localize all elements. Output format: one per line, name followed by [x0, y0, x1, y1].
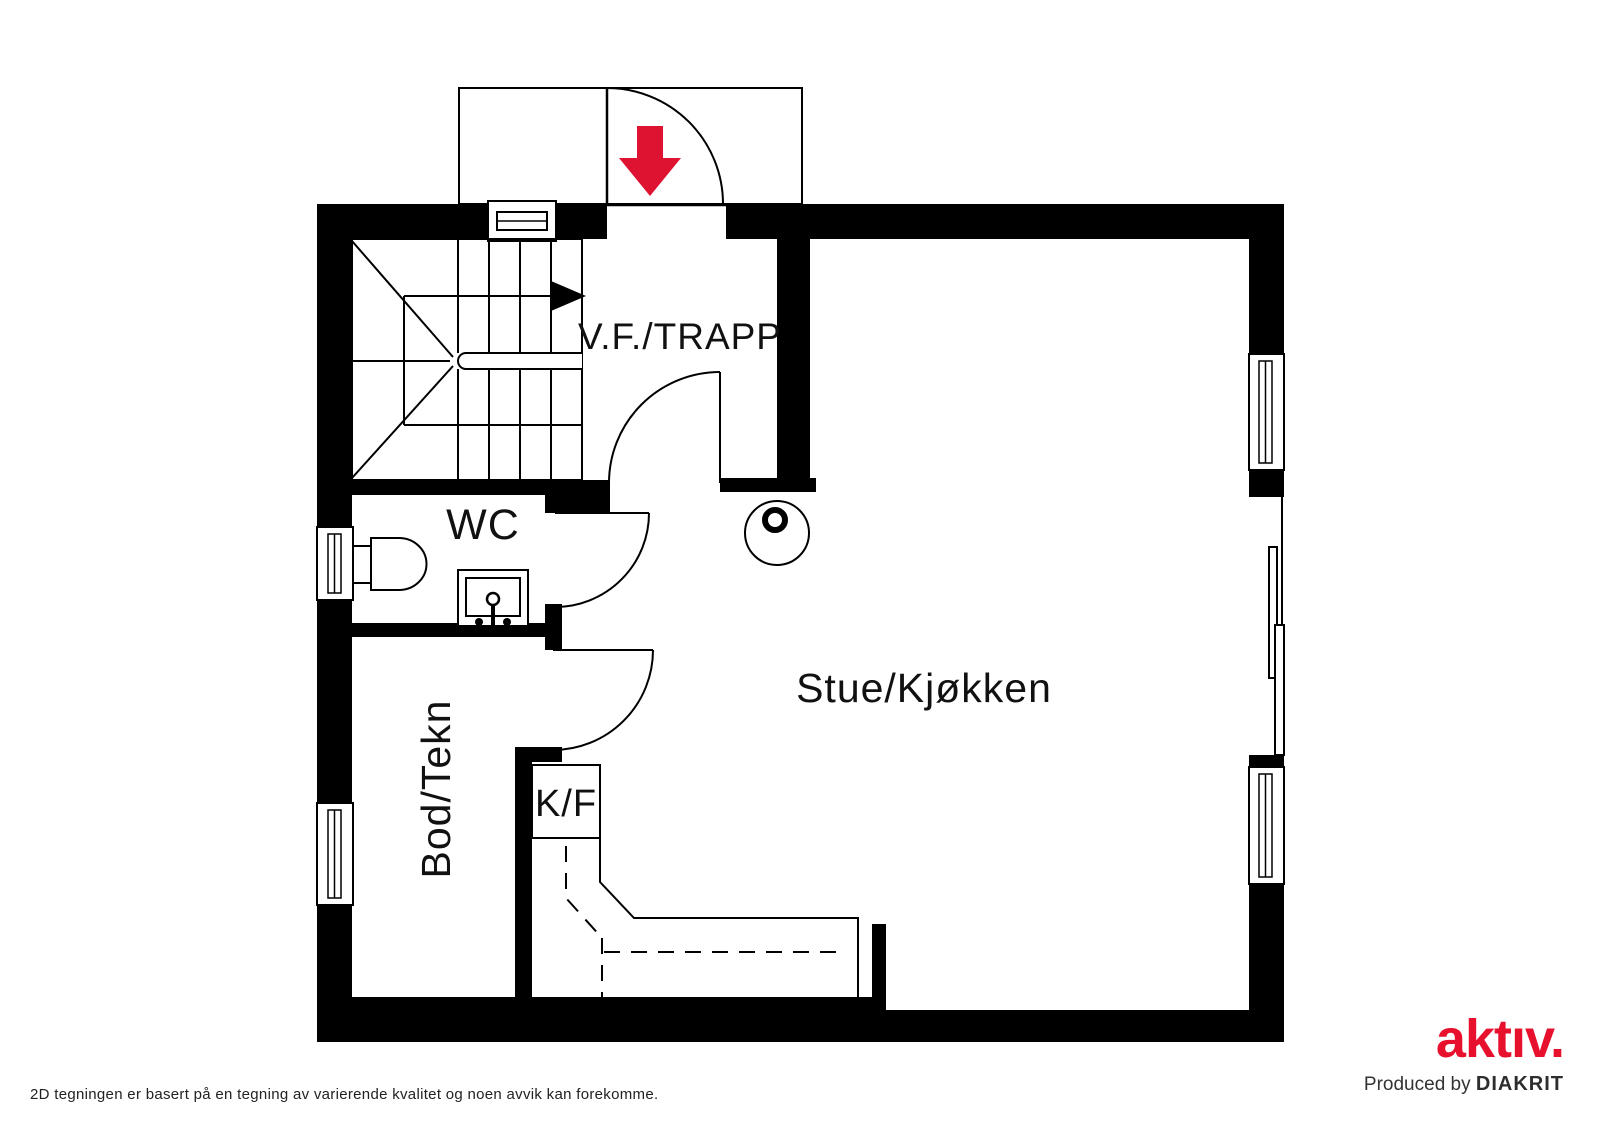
- kitchen-wall-stub: [872, 924, 886, 1010]
- room-label-stue-kjokken: Stue/Kjøkken: [796, 665, 1052, 711]
- porch-outline: [458, 87, 803, 205]
- right-wall-top: [1249, 204, 1284, 354]
- interior-walls: [352, 239, 886, 1010]
- wc-door-stub: [545, 604, 562, 650]
- sliding-door-panel-inner: [1268, 546, 1278, 679]
- top-wall-mid: [556, 204, 607, 239]
- stair-corner-wall: [545, 480, 610, 513]
- bod-east-wall: [515, 762, 532, 997]
- kitchen-counter: [531, 764, 859, 1000]
- windows: [316, 200, 1285, 906]
- sliding-door-panel-outer: [1274, 624, 1285, 756]
- sliding-door: [1268, 497, 1285, 756]
- top-wall-right: [726, 204, 1284, 239]
- window-right-upper: [1248, 353, 1285, 471]
- room-label-vf-trapp: V.F./TRAPP: [578, 316, 782, 357]
- counter-front-edge: [599, 838, 859, 1000]
- producer-name: DIAKRIT: [1475, 1073, 1564, 1096]
- bod-jog-wall: [515, 747, 562, 762]
- left-wall-upper: [317, 204, 352, 527]
- room-label-wc: WC: [446, 501, 520, 549]
- window-left-wc: [316, 526, 354, 601]
- entry-arrow-icon: [619, 126, 681, 196]
- vf-south-wall: [720, 478, 816, 492]
- left-wall-mid: [317, 600, 352, 803]
- exterior-walls: [317, 204, 1284, 1042]
- right-wall-seg1: [1249, 470, 1284, 497]
- bottom-wall-left: [317, 997, 886, 1042]
- window-right-lower: [1248, 766, 1285, 885]
- stair-direction-arrow-icon: [551, 281, 586, 311]
- door-wc: [554, 512, 650, 608]
- staircase-icon: [351, 238, 586, 481]
- counter-dashed-left: [565, 846, 603, 939]
- fridge-freezer-box: [531, 764, 601, 839]
- disclaimer-text: 2D tegningen er basert på en tegning av …: [30, 1086, 659, 1103]
- entry-door-arc: [606, 87, 724, 205]
- entry-arrow-head: [619, 158, 681, 196]
- sink-icon: [457, 569, 529, 627]
- branding-block: aktıv. Produced by DIAKRIT: [1364, 1009, 1565, 1096]
- window-top-stairs: [487, 200, 557, 242]
- chimney-icon: [744, 500, 810, 566]
- vf-east-wall: [777, 239, 810, 492]
- stair-rail-gap: [457, 352, 582, 370]
- aktiv-logo: aktıv.: [1435, 1009, 1565, 1069]
- room-label-kf: K/F: [535, 783, 597, 825]
- room-labels: V.F./TRAPP WC Stue/Kjøkken K/F Bod/Tekn: [413, 316, 1052, 879]
- toilet-icon: [352, 537, 428, 591]
- window-left-bod: [316, 802, 354, 906]
- right-wall-seg2: [1249, 755, 1284, 767]
- entry-porch: [458, 87, 803, 207]
- produced-by-prefix: Produced by: [1363, 1074, 1471, 1096]
- produced-by-line: Produced by DIAKRIT: [1364, 1073, 1564, 1096]
- interior-doors: [552, 371, 721, 751]
- room-label-bod-tekn: Bod/Tekn: [413, 700, 459, 879]
- stair-south-wall: [352, 480, 555, 495]
- door-bod: [552, 649, 654, 751]
- entry-arrow-shaft: [637, 126, 663, 162]
- bottom-wall-right: [886, 1010, 1284, 1042]
- door-vf-to-stue: [608, 371, 721, 484]
